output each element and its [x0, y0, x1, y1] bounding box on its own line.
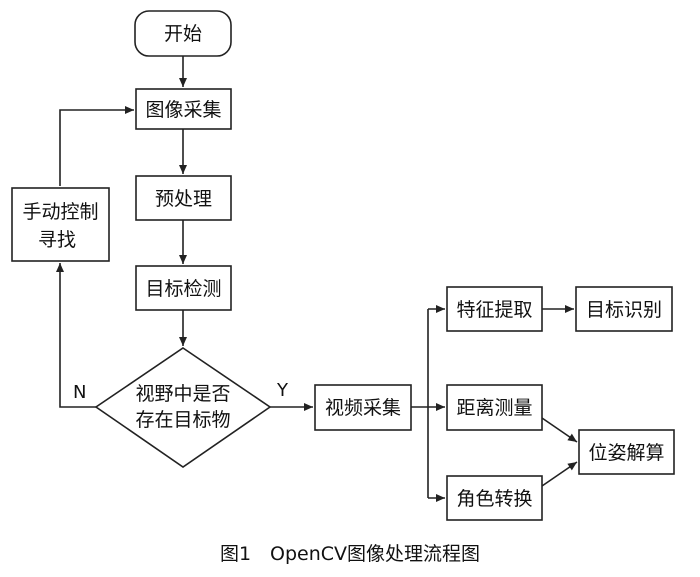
branch-no-label: N: [73, 382, 86, 403]
angle-label: 角色转换: [456, 488, 532, 510]
manual-node: 手动控制 寻找: [11, 187, 110, 262]
preprocess-label: 预处理: [155, 188, 212, 210]
distance-label: 距离测量: [456, 397, 532, 419]
feature-node: 特征提取: [446, 286, 543, 332]
feature-label: 特征提取: [456, 299, 532, 321]
arrow-decision-no-to-manual: [56, 263, 96, 408]
arrow-distance-to-pose: [541, 417, 578, 443]
detect-node: 目标检测: [135, 265, 232, 311]
manual-label-line1: 手动控制: [22, 201, 98, 223]
decision-label-line1: 视野中是否: [135, 383, 230, 405]
branch-yes-label: Y: [276, 380, 289, 401]
recognize-node: 目标识别: [575, 286, 673, 332]
capture-label: 图像采集: [145, 99, 221, 121]
decision-node: 视野中是否 存在目标物: [94, 347, 272, 468]
detect-label: 目标检测: [145, 278, 221, 300]
connectors: [56, 56, 578, 502]
decision-label-line2: 存在目标物: [135, 409, 230, 431]
video-label: 视频采集: [325, 397, 401, 419]
arrow-angle-to-pose: [541, 461, 578, 487]
video-node: 视频采集: [314, 384, 412, 431]
manual-label-line2: 寻找: [38, 229, 76, 251]
capture-node: 图像采集: [135, 88, 232, 130]
arrow-manual-to-capture: [59, 106, 134, 186]
angle-node: 角色转换: [446, 475, 543, 521]
start-label: 开始: [164, 23, 202, 45]
figure-caption: 图1 OpenCV图像处理流程图: [220, 543, 480, 565]
pose-node: 位姿解算: [578, 429, 675, 475]
distance-node: 距离测量: [446, 384, 543, 431]
start-node: 开始: [134, 10, 232, 57]
preprocess-node: 预处理: [135, 175, 232, 221]
pose-label: 位姿解算: [588, 442, 664, 464]
recognize-label: 目标识别: [586, 299, 662, 321]
